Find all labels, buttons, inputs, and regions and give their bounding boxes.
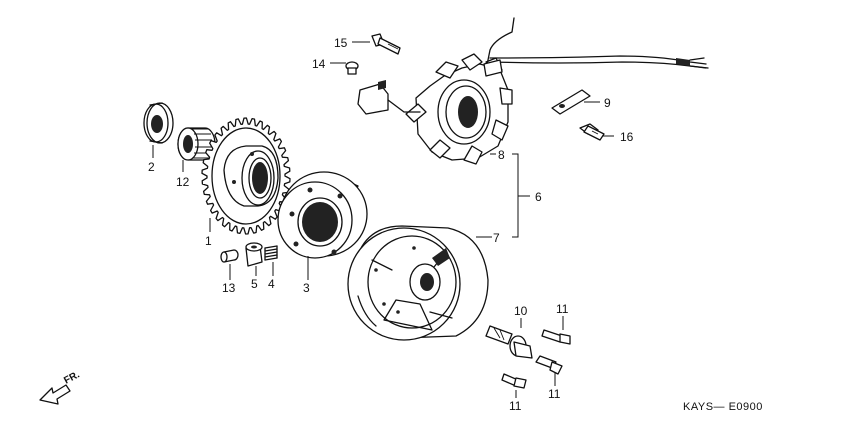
part-11-bolt-b bbox=[535, 355, 563, 375]
label-16: 16 bbox=[620, 130, 634, 144]
part-2-collar bbox=[143, 102, 174, 144]
label-14: 14 bbox=[312, 57, 326, 71]
label-6: 6 bbox=[535, 190, 542, 204]
label-15: 15 bbox=[334, 36, 348, 50]
label-3: 3 bbox=[303, 281, 310, 295]
part-1-driven-gear bbox=[201, 117, 291, 235]
part-11-bolt-c bbox=[501, 373, 527, 389]
part-5-spring-cap bbox=[245, 242, 263, 267]
part-14-screw bbox=[345, 61, 359, 75]
label-11-bottom: 11 bbox=[509, 399, 522, 413]
part-15-bolt bbox=[371, 33, 401, 55]
diagram-code: KAYS— E0900 bbox=[683, 401, 763, 413]
label-7: 7 bbox=[493, 231, 500, 245]
part-9-clamp bbox=[551, 89, 591, 115]
label-11-right: 11 bbox=[548, 387, 561, 401]
leader-lines bbox=[152, 41, 614, 398]
label-8: 8 bbox=[498, 148, 505, 162]
front-indicator-text: FR. bbox=[62, 369, 82, 386]
part-8-stator bbox=[357, 17, 709, 165]
label-9: 9 bbox=[604, 96, 611, 110]
label-5: 5 bbox=[251, 277, 258, 291]
label-4: 4 bbox=[268, 277, 275, 291]
label-10: 10 bbox=[514, 304, 528, 318]
part-13-roller bbox=[220, 249, 239, 263]
label-12: 12 bbox=[176, 175, 190, 189]
part-10-flange-bolt bbox=[485, 325, 533, 359]
label-11-top: 11 bbox=[556, 302, 569, 316]
part-labels: 2 12 1 3 4 5 13 7 8 6 9 16 15 14 10 11 1… bbox=[148, 36, 634, 413]
label-2: 2 bbox=[148, 160, 155, 174]
part-3-oneway-clutch bbox=[277, 171, 368, 259]
label-13: 13 bbox=[222, 281, 236, 295]
front-direction-arrow: FR. bbox=[39, 369, 82, 405]
part-16-bolt bbox=[579, 123, 605, 141]
part-4-spring bbox=[264, 245, 278, 261]
part-7-flywheel bbox=[347, 225, 489, 341]
part-11-bolt-a bbox=[541, 329, 571, 345]
label-1: 1 bbox=[205, 234, 212, 248]
